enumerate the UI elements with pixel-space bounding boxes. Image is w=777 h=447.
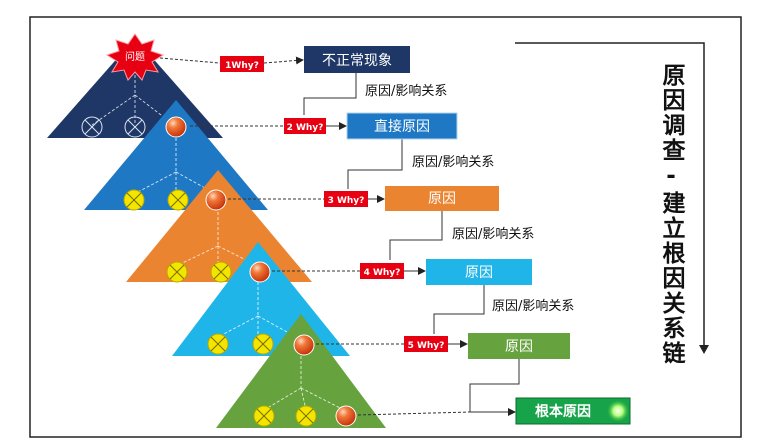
box-cause-5: 原因 (468, 333, 570, 359)
relation-label-2: 原因/影响关系 (412, 154, 494, 170)
why-tag-3-label: 3 Why? (328, 196, 365, 206)
box-direct-cause-label: 直接原因 (374, 118, 430, 135)
box-cause-4: 原因 (426, 259, 532, 285)
relation-label-3: 原因/影响关系 (452, 226, 534, 242)
frame (29, 16, 742, 438)
box-cause-3-label: 原因 (428, 191, 456, 207)
relation-label-4: 原因/影响关系 (492, 298, 574, 314)
box-abnormal-phenomenon: 不正常现象 (304, 46, 410, 73)
triangle-level-5 (216, 314, 386, 428)
cause-ball-level-2 (165, 116, 187, 138)
side-title: 原因调查-建立根因关系链 (658, 63, 686, 366)
why-tag-3: 3 Why? (324, 191, 368, 207)
why-tag-5-label: 5 Why? (408, 341, 445, 351)
why-tag-1-label: 1Why? (225, 61, 259, 71)
triangle-level-1: 问题 (47, 33, 223, 138)
box-cause-4-label: 原因 (465, 265, 493, 281)
relation-connectors (303, 73, 520, 412)
cause-ball-level-3 (205, 189, 227, 211)
cause-ball-level-5 (293, 334, 315, 356)
why-connectors (159, 57, 471, 416)
root-cause-ball (335, 405, 357, 427)
box-root-cause: 根本原因 (515, 397, 631, 425)
problem-label: 问题 (125, 50, 145, 63)
why-tag-1: 1Why? (220, 56, 264, 72)
flow-arrow-head (699, 345, 709, 354)
why-tag-4: 4 Why? (360, 263, 404, 279)
box-cause-5-label: 原因 (505, 339, 533, 355)
box-root-cause-label: 根本原因 (535, 403, 591, 420)
cause-ball-level-4 (249, 261, 271, 283)
box-cause-3: 原因 (385, 186, 499, 211)
why-tag-2-label: 2 Why? (287, 123, 324, 133)
why-tag-2: 2 Why? (284, 118, 326, 134)
why-tag-4-label: 4 Why? (364, 268, 401, 278)
relation-label-1: 原因/影响关系 (365, 83, 447, 99)
problem-starburst (105, 33, 165, 81)
tag-arrows (263, 56, 516, 416)
why-tag-5: 5 Why? (404, 336, 448, 352)
flow-arrow-line (515, 42, 705, 345)
box-abnormal-phenomenon-label: 不正常现象 (322, 53, 392, 69)
box-direct-cause: 直接原因 (346, 112, 458, 140)
